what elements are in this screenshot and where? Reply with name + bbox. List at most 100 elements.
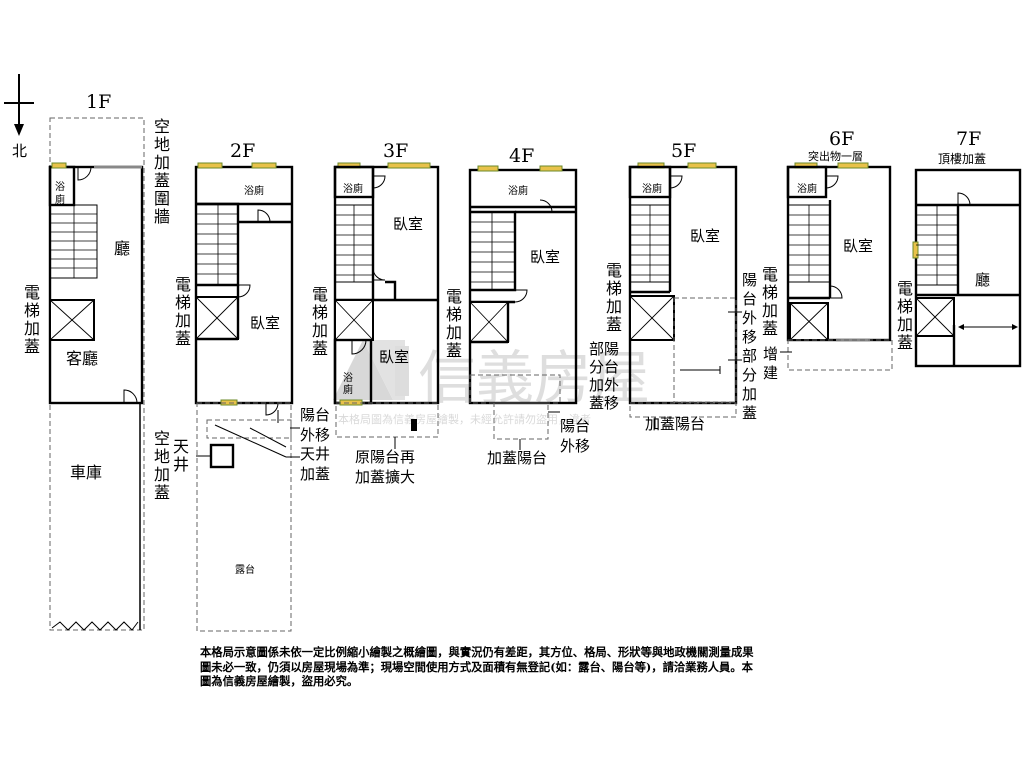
svg-text:加: 加 bbox=[606, 297, 622, 316]
svg-text:蓋: 蓋 bbox=[154, 483, 170, 502]
svg-text:加外: 加外 bbox=[589, 376, 619, 394]
svg-text:台: 台 bbox=[742, 290, 757, 308]
svg-text:加: 加 bbox=[24, 319, 40, 338]
svg-text:電: 電 bbox=[446, 287, 462, 306]
svg-text:加: 加 bbox=[154, 153, 170, 172]
garden-wall-label-1f: 空 地 加 蓋 圍 牆 bbox=[154, 117, 170, 226]
svg-text:梯: 梯 bbox=[24, 301, 40, 320]
svg-text:移: 移 bbox=[742, 328, 757, 346]
svg-text:加: 加 bbox=[154, 465, 170, 484]
svg-text:陽台: 陽台 bbox=[560, 417, 590, 435]
svg-text:空: 空 bbox=[154, 117, 170, 136]
svg-text:加: 加 bbox=[446, 323, 462, 342]
bedroom1-3f: 臥室 bbox=[393, 215, 423, 233]
balcony-expand-label-3f: 原陽台再 加蓋擴大 bbox=[355, 448, 415, 486]
watermark: 信義房屋 本格局圖為信義房屋繪製，未經允許請勿盜用，違者 bbox=[333, 340, 650, 426]
floor-3f-label: 3F bbox=[383, 140, 408, 162]
svg-text:蓋: 蓋 bbox=[606, 315, 622, 334]
floor-7f-sublabel: 頂樓加蓋 bbox=[938, 151, 986, 166]
svg-text:地: 地 bbox=[154, 447, 170, 466]
stairs-3f bbox=[335, 204, 374, 283]
extension-label-6f: 增 建 bbox=[763, 345, 778, 382]
svg-text:廁: 廁 bbox=[55, 193, 65, 206]
svg-text:空: 空 bbox=[154, 429, 170, 448]
terrace-2f: 露台 bbox=[235, 563, 255, 576]
north-arrow: 北 bbox=[4, 74, 34, 160]
svg-text:分: 分 bbox=[742, 366, 757, 384]
partial-add-balcony-move-label-5f: 部陽 分台 加外 蓋移 bbox=[589, 340, 619, 412]
floor-6f-label: 6F bbox=[829, 128, 854, 150]
elevator-4f bbox=[469, 301, 509, 343]
living-room-1f: 客廳 bbox=[66, 349, 98, 368]
elevator-label-4f: 電 梯 加 蓋 bbox=[446, 287, 462, 360]
bedroom-5f: 臥室 bbox=[690, 227, 720, 245]
elevator-6f bbox=[789, 302, 829, 341]
floor-4f: 4F 浴廁 臥室 bbox=[446, 145, 590, 467]
svg-text:蓋: 蓋 bbox=[897, 333, 913, 352]
svg-text:外: 外 bbox=[742, 309, 757, 327]
svg-text:電: 電 bbox=[606, 261, 622, 280]
svg-text:加蓋擴大: 加蓋擴大 bbox=[355, 468, 415, 486]
elevator-7f bbox=[915, 297, 955, 337]
svg-text:梯: 梯 bbox=[446, 305, 462, 324]
svg-text:地: 地 bbox=[154, 135, 170, 154]
stairs-7f bbox=[916, 204, 959, 286]
svg-text:建: 建 bbox=[763, 364, 778, 382]
floor-1f-label: 1F bbox=[86, 91, 111, 113]
svg-text:加: 加 bbox=[897, 315, 913, 334]
added-balcony-label-5f: 加蓋陽台 bbox=[645, 415, 705, 433]
svg-text:梯: 梯 bbox=[606, 279, 622, 298]
balcony-move-label-5f: 陽 台 外 移 bbox=[742, 271, 757, 346]
svg-text:部: 部 bbox=[742, 347, 757, 365]
elevator-1f bbox=[49, 299, 95, 341]
svg-text:梯: 梯 bbox=[897, 297, 913, 316]
bath-1f: 浴 bbox=[55, 181, 65, 193]
svg-text:蓋: 蓋 bbox=[742, 404, 757, 422]
floor-6f-sublabel: 突出物一層 bbox=[808, 149, 863, 163]
svg-text:加: 加 bbox=[742, 385, 757, 403]
svg-text:圍: 圍 bbox=[154, 189, 170, 208]
hall-1f: 廳 bbox=[114, 239, 130, 258]
svg-text:電: 電 bbox=[175, 275, 191, 294]
svg-text:天井: 天井 bbox=[300, 445, 330, 463]
elevator-label-1f: 電 梯 加 蓋 bbox=[24, 283, 40, 356]
svg-text:梯: 梯 bbox=[762, 283, 778, 302]
bath-4f: 浴廁 bbox=[508, 184, 528, 197]
svg-text:陽台: 陽台 bbox=[300, 406, 330, 424]
bedroom-6f: 臥室 bbox=[843, 237, 873, 255]
floor-4f-label: 4F bbox=[509, 145, 534, 167]
bedroom2-3f: 臥室 bbox=[379, 348, 409, 366]
svg-text:分台: 分台 bbox=[589, 358, 619, 376]
floor-1f: 1F 浴 廁 廳 客 bbox=[24, 91, 189, 631]
floor-2f: 2F 浴廁 bbox=[175, 140, 330, 632]
svg-text:蓋: 蓋 bbox=[312, 339, 328, 358]
stairs-4f bbox=[470, 210, 517, 292]
elevator-label-7f: 電 梯 加 蓋 bbox=[897, 279, 913, 352]
elevator-3f bbox=[334, 299, 374, 341]
stairs-6f bbox=[788, 204, 831, 283]
bath-6f: 浴廁 bbox=[797, 182, 817, 195]
balcony-move-label-2f: 陽台 外移 bbox=[300, 406, 330, 444]
floor-5f-label: 5F bbox=[671, 140, 696, 162]
svg-text:梯: 梯 bbox=[312, 303, 328, 322]
floor-7f-outline bbox=[914, 168, 1022, 368]
svg-text:電: 電 bbox=[762, 265, 778, 284]
svg-text:蓋移: 蓋移 bbox=[589, 394, 619, 412]
svg-text:增: 增 bbox=[763, 345, 778, 363]
partial-add-label-5f: 部 分 加 蓋 bbox=[742, 347, 757, 422]
north-label: 北 bbox=[12, 142, 27, 160]
svg-text:天: 天 bbox=[173, 437, 189, 456]
elevator-5f bbox=[629, 295, 675, 341]
bath2-3f: 浴 bbox=[343, 372, 353, 384]
courtyard-add-label-2f: 天井 加蓋 bbox=[300, 445, 330, 483]
svg-text:井: 井 bbox=[173, 455, 189, 474]
svg-text:加: 加 bbox=[762, 301, 778, 320]
bedroom-2f: 臥室 bbox=[250, 314, 280, 332]
floor-7f: 7F 頂樓加蓋 廳 電 梯 加 bbox=[897, 128, 1022, 368]
svg-text:電: 電 bbox=[312, 285, 328, 304]
floor-5f: 5F 浴廁 臥室 bbox=[589, 140, 757, 433]
elevator-2f bbox=[195, 296, 239, 340]
svg-text:蓋: 蓋 bbox=[154, 171, 170, 190]
elevator-label-2f: 電 梯 加 蓋 bbox=[175, 275, 191, 348]
